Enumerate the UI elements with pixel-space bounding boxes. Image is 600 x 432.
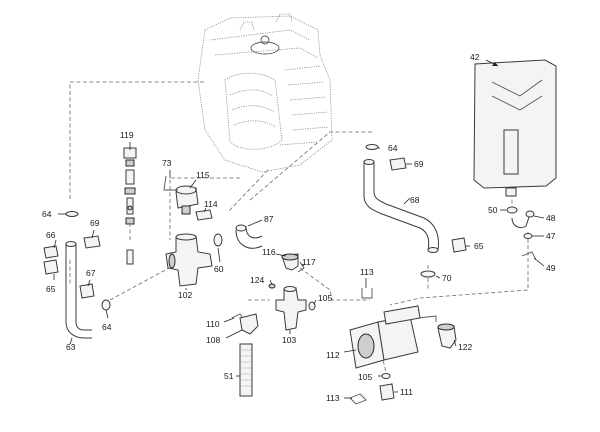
- spring-clip-73: [163, 175, 178, 191]
- clip-49: [521, 251, 537, 261]
- drain-111: [379, 383, 395, 401]
- clip-117: [297, 261, 305, 273]
- callout-113: 113: [326, 393, 340, 403]
- expansion-vessel: [473, 59, 557, 197]
- callout-67: 67: [86, 268, 96, 278]
- callout-103: 103: [282, 335, 296, 345]
- oring-50: [506, 206, 518, 214]
- callout-87: 87: [264, 214, 274, 224]
- oring-47: [523, 233, 533, 239]
- callout-102: 102: [178, 290, 192, 300]
- clip-66: [43, 245, 59, 259]
- valve-cartridge-119: [123, 147, 137, 265]
- callout-113: 113: [360, 267, 374, 277]
- callout-50: 50: [488, 205, 498, 215]
- callout-73: 73: [162, 158, 172, 168]
- clip-65b: [451, 237, 467, 253]
- pipe-68: [363, 159, 439, 253]
- callout-105: 105: [358, 372, 372, 382]
- connection-lines: [69, 81, 529, 373]
- callout-116: 116: [262, 247, 276, 257]
- callout-110: 110: [206, 319, 220, 329]
- sensor-122: [437, 323, 457, 349]
- oring-64c: [365, 144, 379, 150]
- callout-66: 66: [46, 230, 56, 240]
- callout-64: 64: [388, 143, 398, 153]
- oring-105b: [381, 373, 391, 379]
- oring-60: [213, 233, 223, 247]
- oring-124: [268, 283, 276, 289]
- callout-42: 42: [470, 52, 480, 62]
- oring-64b: [101, 299, 111, 311]
- callout-115: 115: [196, 170, 210, 180]
- callout-124: 124: [250, 275, 264, 285]
- callout-117: 117: [302, 257, 316, 267]
- clip-69b: [389, 157, 407, 171]
- clip-67: [79, 283, 95, 299]
- callout-60: 60: [214, 264, 224, 274]
- leader-lines: [53, 59, 545, 399]
- callout-48: 48: [546, 213, 556, 223]
- callout-65: 65: [46, 284, 56, 294]
- pipe-48: [511, 210, 535, 229]
- pipe-87: [235, 224, 263, 249]
- callout-51: 51: [224, 371, 234, 381]
- callout-69: 69: [90, 218, 100, 228]
- callout-47: 47: [546, 231, 556, 241]
- heat-exchanger: [197, 13, 333, 173]
- callout-65: 65: [474, 241, 484, 251]
- callout-49: 49: [546, 263, 556, 273]
- callout-122: 122: [458, 342, 472, 352]
- callout-69: 69: [414, 159, 424, 169]
- actuator-115: [175, 185, 199, 215]
- callout-64: 64: [102, 322, 112, 332]
- clip-113b: [349, 393, 367, 405]
- callout-63: 63: [66, 342, 76, 352]
- clip-122: [417, 315, 437, 322]
- callout-108: 108: [206, 335, 220, 345]
- callout-64: 64: [42, 209, 52, 219]
- oring-105a: [308, 301, 316, 311]
- clip-114: [195, 209, 213, 221]
- callout-105: 105: [318, 293, 332, 303]
- pump-112: [349, 305, 421, 369]
- clip-69a: [83, 235, 101, 249]
- fitting-108: [239, 313, 259, 335]
- callout-labels: 42 119 73 115 114 87 116 117 124 105 102…: [42, 52, 556, 403]
- hose-51: [239, 343, 253, 397]
- oring-70: [420, 270, 436, 278]
- callout-70: 70: [442, 273, 452, 283]
- callout-119: 119: [120, 130, 134, 140]
- callout-111: 111: [400, 387, 413, 397]
- pipe-63: [65, 241, 92, 339]
- callout-112: 112: [326, 350, 340, 360]
- oring-64a: [65, 211, 79, 217]
- callout-68: 68: [410, 195, 420, 205]
- clip-113a: [361, 288, 373, 299]
- clip-65a: [43, 259, 59, 275]
- valve-116: [281, 253, 299, 271]
- callout-114: 114: [204, 199, 218, 209]
- valve-body-102: [165, 233, 213, 287]
- fitting-103: [275, 286, 307, 331]
